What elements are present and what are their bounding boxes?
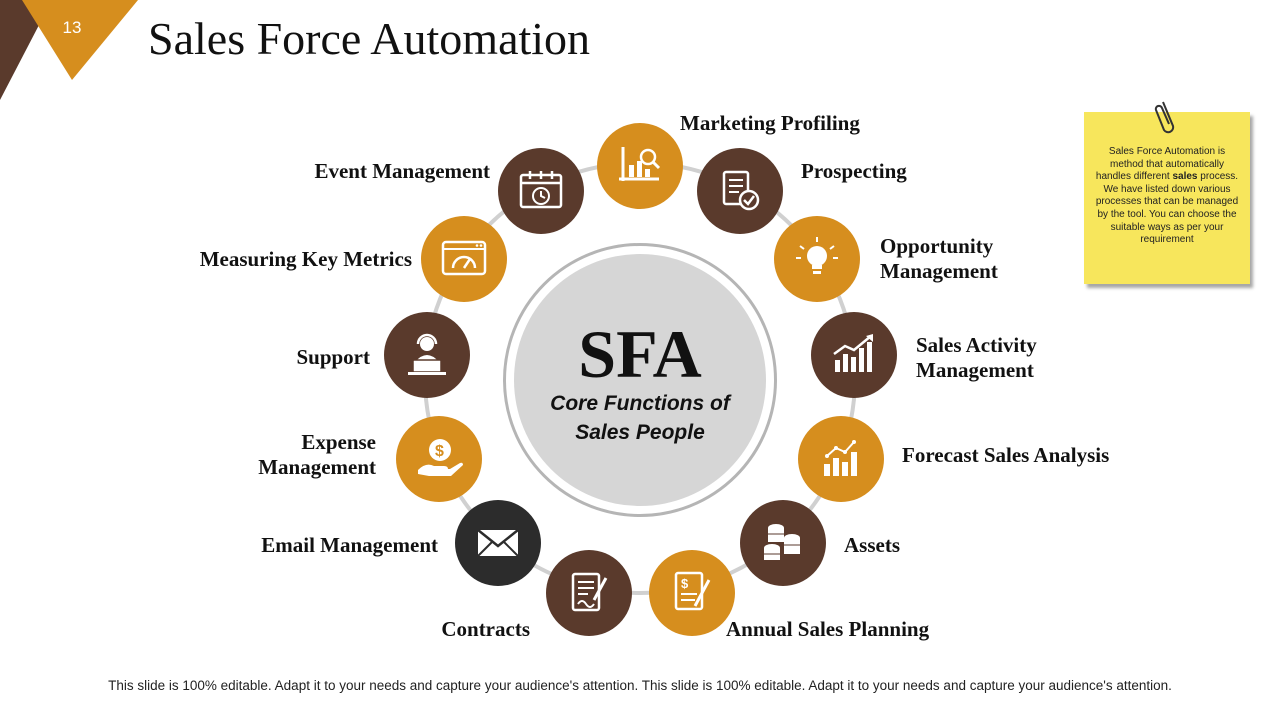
- label-forecast-sales-analysis: Forecast Sales Analysis: [902, 443, 1110, 467]
- sfa-heading: SFA: [578, 316, 702, 392]
- label-expense-line1: Expense: [301, 430, 376, 454]
- support-node: [384, 312, 470, 398]
- label-sales-activity-line1: Sales Activity: [916, 333, 1037, 357]
- hand-dollar-icon: $: [418, 439, 463, 476]
- support-agent-icon: [408, 333, 446, 375]
- label-contracts: Contracts: [441, 617, 530, 641]
- calendar-clock-icon: [519, 171, 563, 209]
- label-prospecting: Prospecting: [801, 159, 907, 183]
- bar-chart-icon: [824, 440, 857, 476]
- email-management-node: [455, 500, 541, 586]
- expense-management-node: $: [396, 416, 482, 502]
- sticky-note-paper: [1084, 112, 1250, 284]
- measuring-key-metrics-node: [421, 216, 507, 302]
- assets-node: [740, 500, 826, 586]
- paperclip-icon: [1154, 101, 1175, 134]
- label-sales-activity-management: Sales Activity Management: [916, 333, 1037, 383]
- sfa-center-circle: SFA Core Functions of Sales People: [503, 243, 777, 517]
- sales-activity-node: [811, 312, 897, 398]
- svg-text:$: $: [435, 443, 444, 460]
- svg-text:$: $: [681, 576, 689, 591]
- sfa-subtitle-line2: Sales People: [575, 421, 705, 444]
- contract-pen-icon: [571, 572, 608, 612]
- checklist-icon: [722, 170, 760, 211]
- envelope-icon: [477, 529, 519, 557]
- label-marketing-profiling: Marketing Profiling: [680, 111, 860, 135]
- event-management-node: [498, 148, 584, 234]
- footer-text: This slide is 100% editable. Adapt it to…: [108, 678, 1172, 693]
- sticky-note: Sales Force Automation is method that au…: [1084, 112, 1250, 290]
- label-opportunity-line2: Management: [880, 259, 998, 283]
- coin-stacks-icon: [764, 524, 800, 560]
- corner-decoration: [0, 0, 138, 100]
- label-email-management: Email Management: [261, 533, 438, 557]
- opportunity-management-node: [774, 216, 860, 302]
- marketing-profiling-node: [597, 123, 683, 209]
- forecast-sales-node: [798, 416, 884, 502]
- label-measuring-key-metrics: Measuring Key Metrics: [199, 247, 412, 271]
- sfa-subtitle: Core Functions of Sales People: [550, 389, 730, 447]
- slide-number: 13: [62, 18, 82, 37]
- prospecting-node: [697, 148, 783, 234]
- label-sales-activity-line2: Management: [916, 358, 1034, 382]
- contracts-node: [546, 550, 632, 636]
- chart-magnifier-icon: [619, 147, 661, 181]
- label-opportunity-management: Opportunity Management: [880, 234, 998, 284]
- dollar-document-icon: $: [674, 571, 711, 611]
- lightbulb-icon: [796, 237, 838, 274]
- label-assets: Assets: [844, 533, 900, 557]
- label-support: Support: [296, 345, 370, 369]
- slide-title: Sales Force Automation: [148, 13, 591, 64]
- label-annual-sales-planning: Annual Sales Planning: [726, 617, 930, 641]
- label-expense-management: Expense Management: [214, 430, 376, 480]
- growth-chart-icon: [833, 334, 873, 372]
- label-expense-line2: Management: [258, 455, 376, 479]
- label-opportunity-line1: Opportunity: [880, 234, 994, 258]
- label-event-management: Event Management: [314, 159, 490, 183]
- sfa-subtitle-line1: Core Functions of: [550, 392, 730, 415]
- annual-sales-planning-node: $: [649, 550, 735, 636]
- sticky-note-text: Sales Force Automation is method that au…: [1095, 146, 1239, 246]
- gauge-browser-icon: [441, 240, 487, 276]
